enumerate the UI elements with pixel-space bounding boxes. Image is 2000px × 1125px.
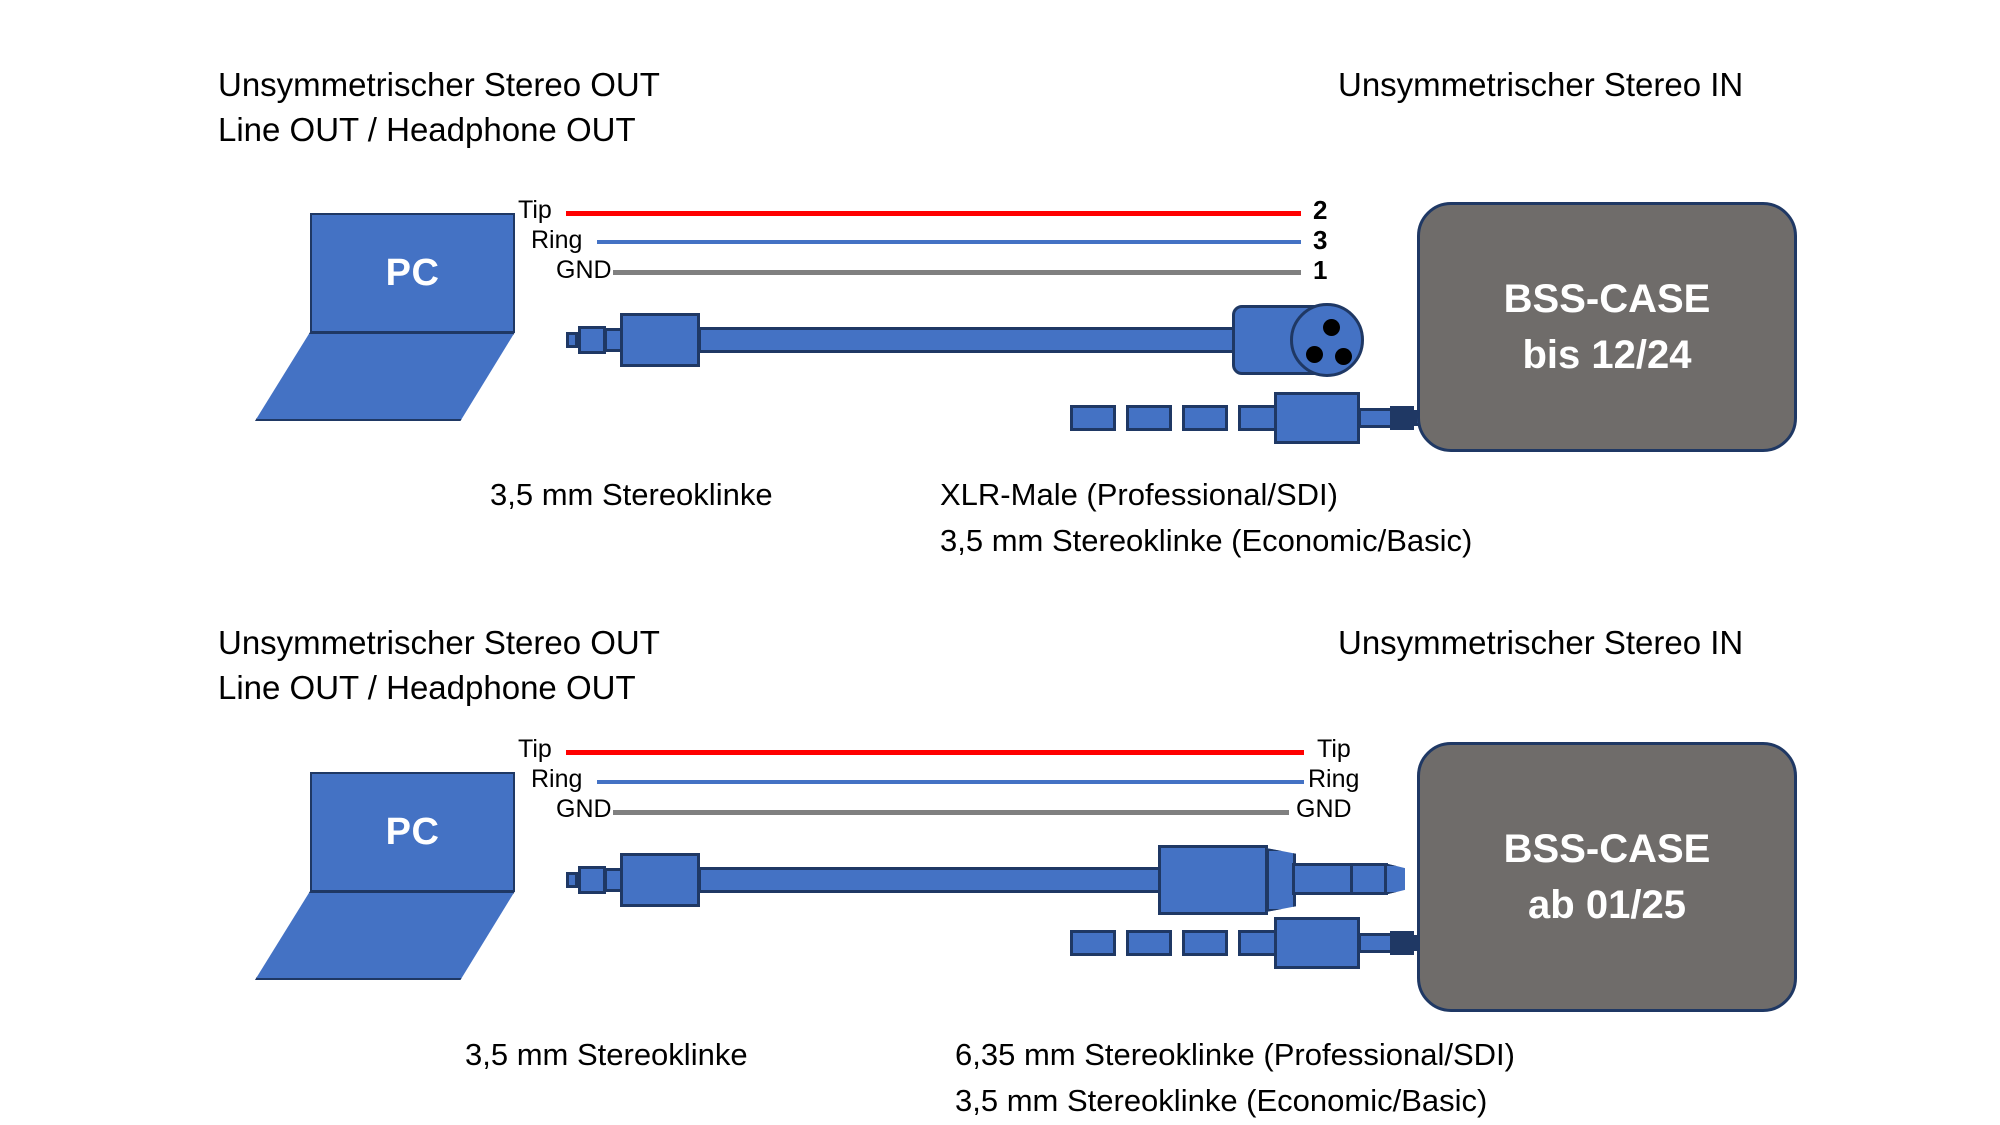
jack-sleeve-right bbox=[1358, 933, 1394, 953]
caption-right-connector: XLR-Male (Professional/SDI) 3,5 mm Stere… bbox=[940, 477, 1473, 558]
wire-tip bbox=[566, 750, 1304, 755]
jack-tip-left bbox=[566, 872, 578, 888]
dash-segment-3 bbox=[1182, 930, 1228, 956]
target-device-bss-case: BSS-CASE ab 01/25 bbox=[1417, 742, 1797, 1012]
wire-label-tip-left: Tip bbox=[518, 735, 552, 763]
cable-run bbox=[698, 327, 1238, 353]
cable-run bbox=[698, 867, 1168, 893]
wire-label-ring-left: Ring bbox=[531, 765, 583, 793]
pc-label: PC bbox=[385, 251, 440, 294]
wire-label-ring-right: Ring bbox=[1308, 765, 1360, 793]
plug-ring-right bbox=[1350, 863, 1388, 895]
source-device-pc: PC bbox=[255, 213, 515, 421]
diagram-bss-case-bis-12-24: Unsymmetrischer Stereo OUT Line OUT / He… bbox=[0, 0, 2000, 562]
jack-body-right bbox=[1274, 917, 1360, 969]
source-device-pc: PC bbox=[255, 772, 515, 980]
wire-tip bbox=[566, 211, 1301, 216]
case-subtitle: ab 01/25 bbox=[1528, 883, 1686, 927]
xlr-pin-1 bbox=[1323, 319, 1340, 336]
dash-segment-1 bbox=[1070, 930, 1116, 956]
wire-ring bbox=[597, 780, 1304, 784]
pc-screen: PC bbox=[310, 772, 515, 892]
xlr-pin-2 bbox=[1306, 346, 1323, 363]
wire-label-tip-left: Tip bbox=[518, 196, 552, 224]
heading-right: Unsymmetrischer Stereo IN bbox=[1338, 624, 1744, 661]
jack-tip-left bbox=[566, 332, 578, 348]
case-title: BSS-CASE bbox=[1503, 827, 1711, 871]
xlr-connector-face bbox=[1290, 303, 1364, 377]
pc-label: PC bbox=[385, 810, 440, 853]
jack-body-right bbox=[1274, 392, 1360, 444]
jack-sleeve-right bbox=[1358, 408, 1394, 428]
wire-gnd bbox=[613, 810, 1289, 815]
pc-base bbox=[255, 332, 515, 421]
wire-ring bbox=[597, 240, 1301, 244]
wire-label-gnd-left: GND bbox=[556, 256, 612, 284]
wire-label-ring-left: Ring bbox=[531, 226, 583, 254]
dash-segment-2 bbox=[1126, 405, 1172, 431]
target-device-bss-case: BSS-CASE bis 12/24 bbox=[1417, 202, 1797, 452]
dash-segment-2 bbox=[1126, 930, 1172, 956]
jack-ring-left bbox=[578, 866, 606, 894]
pin-label-1: 1 bbox=[1313, 255, 1328, 285]
plug-tip-right bbox=[1384, 863, 1405, 895]
xlr-pin-3 bbox=[1335, 348, 1352, 365]
pin-label-3: 3 bbox=[1313, 225, 1328, 255]
wire-label-gnd-right: GND bbox=[1296, 795, 1352, 823]
pin-label-2: 2 bbox=[1313, 195, 1328, 225]
jack-ring-right bbox=[1390, 931, 1414, 955]
dash-segment-3 bbox=[1182, 405, 1228, 431]
jack-body-left bbox=[620, 853, 700, 907]
wire-gnd bbox=[613, 270, 1301, 275]
heading-right: Unsymmetrischer Stereo IN bbox=[1338, 66, 1744, 103]
pc-base bbox=[255, 891, 515, 980]
diagram-bss-case-ab-01-25: Unsymmetrischer Stereo OUT Line OUT / He… bbox=[0, 540, 2000, 1125]
case-subtitle: bis 12/24 bbox=[1522, 333, 1692, 377]
jack-body-left bbox=[620, 313, 700, 367]
dash-segment-1 bbox=[1070, 405, 1116, 431]
caption-left-connector: 3,5 mm Stereoklinke bbox=[490, 477, 773, 512]
plug-sleeve-right bbox=[1292, 863, 1354, 895]
case-title: BSS-CASE bbox=[1503, 277, 1711, 321]
heading-left: Unsymmetrischer Stereo OUT Line OUT / He… bbox=[218, 66, 660, 148]
plug-body-right bbox=[1158, 845, 1268, 915]
caption-right-connector: 6,35 mm Stereoklinke (Professional/SDI) … bbox=[955, 1037, 1515, 1118]
wire-label-gnd-left: GND bbox=[556, 795, 612, 823]
pc-screen: PC bbox=[310, 213, 515, 333]
jack-ring-right bbox=[1390, 406, 1414, 430]
jack-ring-left bbox=[578, 326, 606, 354]
caption-left-connector: 3,5 mm Stereoklinke bbox=[465, 1037, 748, 1072]
wire-label-tip-right: Tip bbox=[1317, 735, 1351, 763]
heading-left: Unsymmetrischer Stereo OUT Line OUT / He… bbox=[218, 624, 660, 706]
